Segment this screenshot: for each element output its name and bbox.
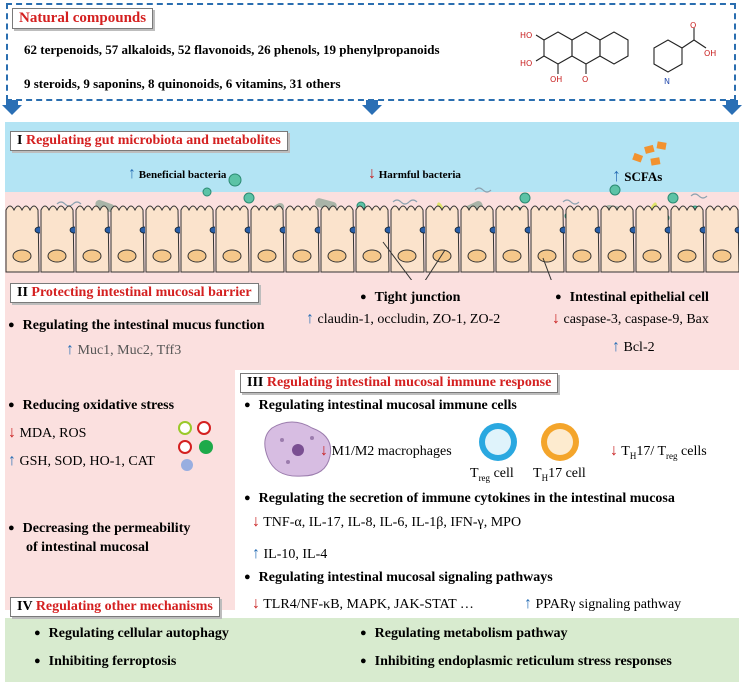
down-arrow-icon: ↓ — [320, 442, 328, 459]
mucus-items: ↑ Muc1, Muc2, Tff3 — [66, 341, 181, 359]
section-4-number: IV — [17, 599, 33, 614]
down-arrow-icon: ↓ — [368, 165, 376, 182]
epithelial-cells-illustration — [5, 190, 739, 280]
epithelial-cell-heading: Intestinal epithelial cell — [555, 290, 709, 306]
up-arrow-icon: ↑ — [612, 165, 621, 185]
svg-text:OH: OH — [704, 49, 716, 58]
macrophages-label: M1/M2 macrophages — [331, 444, 452, 459]
oxidative-stress-heading: Reducing oxidative stress — [8, 398, 174, 414]
beneficial-bacteria: ↑ Beneficial bacteria — [128, 165, 226, 183]
section-4-title: IV Regulating other mechanisms — [10, 597, 220, 617]
down-arrow-icon: ↓ — [252, 595, 260, 612]
cytokines-up-items: ↑ IL-10, IL-4 — [252, 545, 327, 563]
down-arrow-icon — [2, 100, 22, 115]
section-1-number: I — [17, 133, 23, 148]
cytokines-down-items: ↓ TNF-α, IL-17, IL-8, IL-6, IL-1β, IFN-γ… — [252, 513, 521, 531]
signaling-down-items: ↓ TLR4/NF-κB, MAPK, JAK-STAT … — [252, 595, 474, 613]
down-arrow-icon: ↓ — [8, 424, 16, 441]
down-arrows — [2, 100, 742, 115]
signaling-down-list: TLR4/NF-κB, MAPK, JAK-STAT … — [263, 597, 474, 612]
oxidative-down-list: MDA, ROS — [19, 426, 87, 441]
cytokines-up-list: IL-10, IL-4 — [263, 547, 328, 562]
natural-compounds-title: Natural compounds — [12, 8, 154, 29]
th17-treg-ratio: ↓ TH17/ Treg cells — [610, 442, 707, 461]
oxidative-down-items: ↓ MDA, ROS — [8, 424, 86, 442]
tight-junction-list: claudin-1, occludin, ZO-1, ZO-2 — [317, 312, 501, 327]
mucus-function-heading: Regulating the intestinal mucus function — [8, 318, 265, 334]
up-arrow-icon: ↑ — [128, 165, 136, 182]
epithelial-up-items: ↑ Bcl-2 — [612, 338, 655, 356]
up-arrow-icon: ↑ — [612, 338, 620, 355]
scfas-label: SCFAs — [624, 169, 663, 184]
section-2-label: Protecting intestinal mucosal barrier — [31, 285, 252, 300]
tight-junction-items: ↑ claudin-1, occludin, ZO-1, ZO-2 — [306, 310, 500, 328]
th17-cell-icon — [541, 423, 579, 461]
up-arrow-icon: ↑ — [252, 545, 260, 562]
cytokines-heading: Regulating the secretion of immune cytok… — [244, 491, 675, 507]
mucus-list: Muc1, Muc2, Tff3 — [77, 343, 182, 358]
permeability-heading-1: Decreasing the permeability — [8, 521, 191, 537]
macrophages-item: ↓ M1/M2 macrophages — [320, 442, 452, 460]
svg-text:O: O — [582, 75, 588, 84]
svg-text:HO: HO — [520, 31, 532, 40]
oxidative-up-list: GSH, SOD, HO-1, CAT — [19, 454, 155, 469]
epithelial-down-items: ↓ caspase-3, caspase-9, Bax — [552, 310, 709, 328]
autophagy-item: Regulating cellular autophagy — [34, 626, 229, 642]
immune-cells-heading: Regulating intestinal mucosal immune cel… — [244, 398, 517, 414]
signaling-up-items: ↑ PPARγ signaling pathway — [524, 595, 681, 613]
beneficial-label: Beneficial bacteria — [138, 169, 227, 181]
oxidative-up-items: ↑ GSH, SOD, HO-1, CAT — [8, 452, 155, 470]
section-4-label: Regulating other mechanisms — [35, 599, 213, 614]
down-arrow-icon: ↓ — [252, 513, 260, 530]
svg-text:OH: OH — [550, 75, 562, 84]
up-arrow-icon: ↑ — [8, 452, 16, 469]
nicotinic-acid-molecule-icon: N O OH — [653, 21, 716, 86]
flavone-molecule-icon: HO HO OH O — [520, 31, 629, 84]
epithelial-up-list: Bcl-2 — [623, 340, 655, 355]
metabolism-item: Regulating metabolism pathway — [360, 626, 568, 642]
cytokines-down-list: TNF-α, IL-17, IL-8, IL-6, IL-1β, IFN-γ, … — [263, 515, 522, 530]
down-arrow-icon: ↓ — [610, 442, 618, 459]
svg-text:O: O — [690, 21, 696, 30]
signaling-up-list: PPARγ signaling pathway — [535, 597, 682, 612]
down-arrow-icon — [722, 100, 742, 115]
tight-junction-heading: Tight junction — [360, 290, 461, 306]
er-stress-item: Inhibiting endoplasmic reticulum stress … — [360, 654, 672, 670]
svg-text:HO: HO — [520, 59, 532, 68]
scfas: ↑ SCFAs — [612, 165, 662, 186]
permeability-heading-2: of intestinal mucosal — [26, 540, 149, 555]
section-2-number: II — [17, 285, 28, 300]
harmful-label: Harmful bacteria — [378, 169, 461, 181]
macrophage-icon — [264, 421, 332, 477]
section-3-title: III Regulating intestinal mucosal immune… — [240, 373, 559, 393]
signaling-heading: Regulating intestinal mucosal signaling … — [244, 570, 553, 586]
svg-text:N: N — [664, 77, 670, 86]
down-arrow-icon: ↓ — [552, 310, 560, 327]
treg-cell-icon — [479, 423, 517, 461]
ferroptosis-item: Inhibiting ferroptosis — [34, 654, 177, 670]
up-arrow-icon: ↑ — [306, 310, 314, 327]
th17-cell-label: TH17 cell — [533, 466, 586, 483]
up-arrow-icon: ↑ — [524, 595, 532, 612]
epithelial-down-list: caspase-3, caspase-9, Bax — [563, 312, 709, 327]
treg-cell-label: Treg cell — [470, 466, 514, 483]
compounds-line-2: 9 steroids, 9 saponins, 8 quinonoids, 6 … — [24, 76, 341, 91]
harmful-bacteria: ↓ Harmful bacteria — [368, 165, 461, 183]
down-arrow-icon — [362, 100, 382, 115]
scfa-particles-icon — [632, 141, 667, 166]
section-1-label: Regulating gut microbiota and metabolite… — [25, 133, 281, 148]
ros-molecules-icon — [178, 421, 213, 471]
up-arrow-icon: ↑ — [66, 341, 74, 358]
section-3-label: Regulating intestinal mucosal immune res… — [266, 375, 552, 390]
section-1-title: I Regulating gut microbiota and metaboli… — [10, 131, 288, 151]
compounds-line-1: 62 terpenoids, 57 alkaloids, 52 flavonoi… — [24, 42, 440, 57]
section-3-number: III — [247, 375, 264, 390]
section-2-title: II Protecting intestinal mucosal barrier — [10, 283, 259, 303]
